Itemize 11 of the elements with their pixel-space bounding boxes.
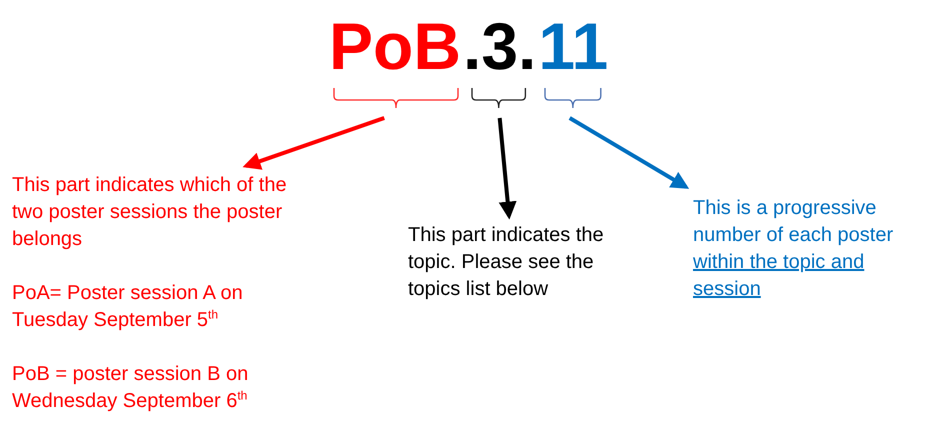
code-part: PoB: [328, 8, 462, 85]
code-part: 11: [537, 8, 610, 85]
annotation-text: PoA= Poster session A on Tuesday September 5$^{th}$: [12, 281, 244, 333]
arrow: [242, 116, 385, 170]
arrow: [498, 118, 517, 220]
annotation-text: This is a progressive number of each poster within the topic and session: [693, 196, 894, 302]
annotation-text: This part indicates which of the two poster sessions the poster belongs: [12, 173, 288, 252]
code-part: .3.: [462, 8, 538, 85]
arrow: [568, 116, 690, 189]
annotation-text: PoB = poster session B on Wednesday September 6$^{th}$: [12, 362, 250, 414]
annotation-text: This part indicates the topic. Please see the topics list below: [408, 223, 605, 302]
